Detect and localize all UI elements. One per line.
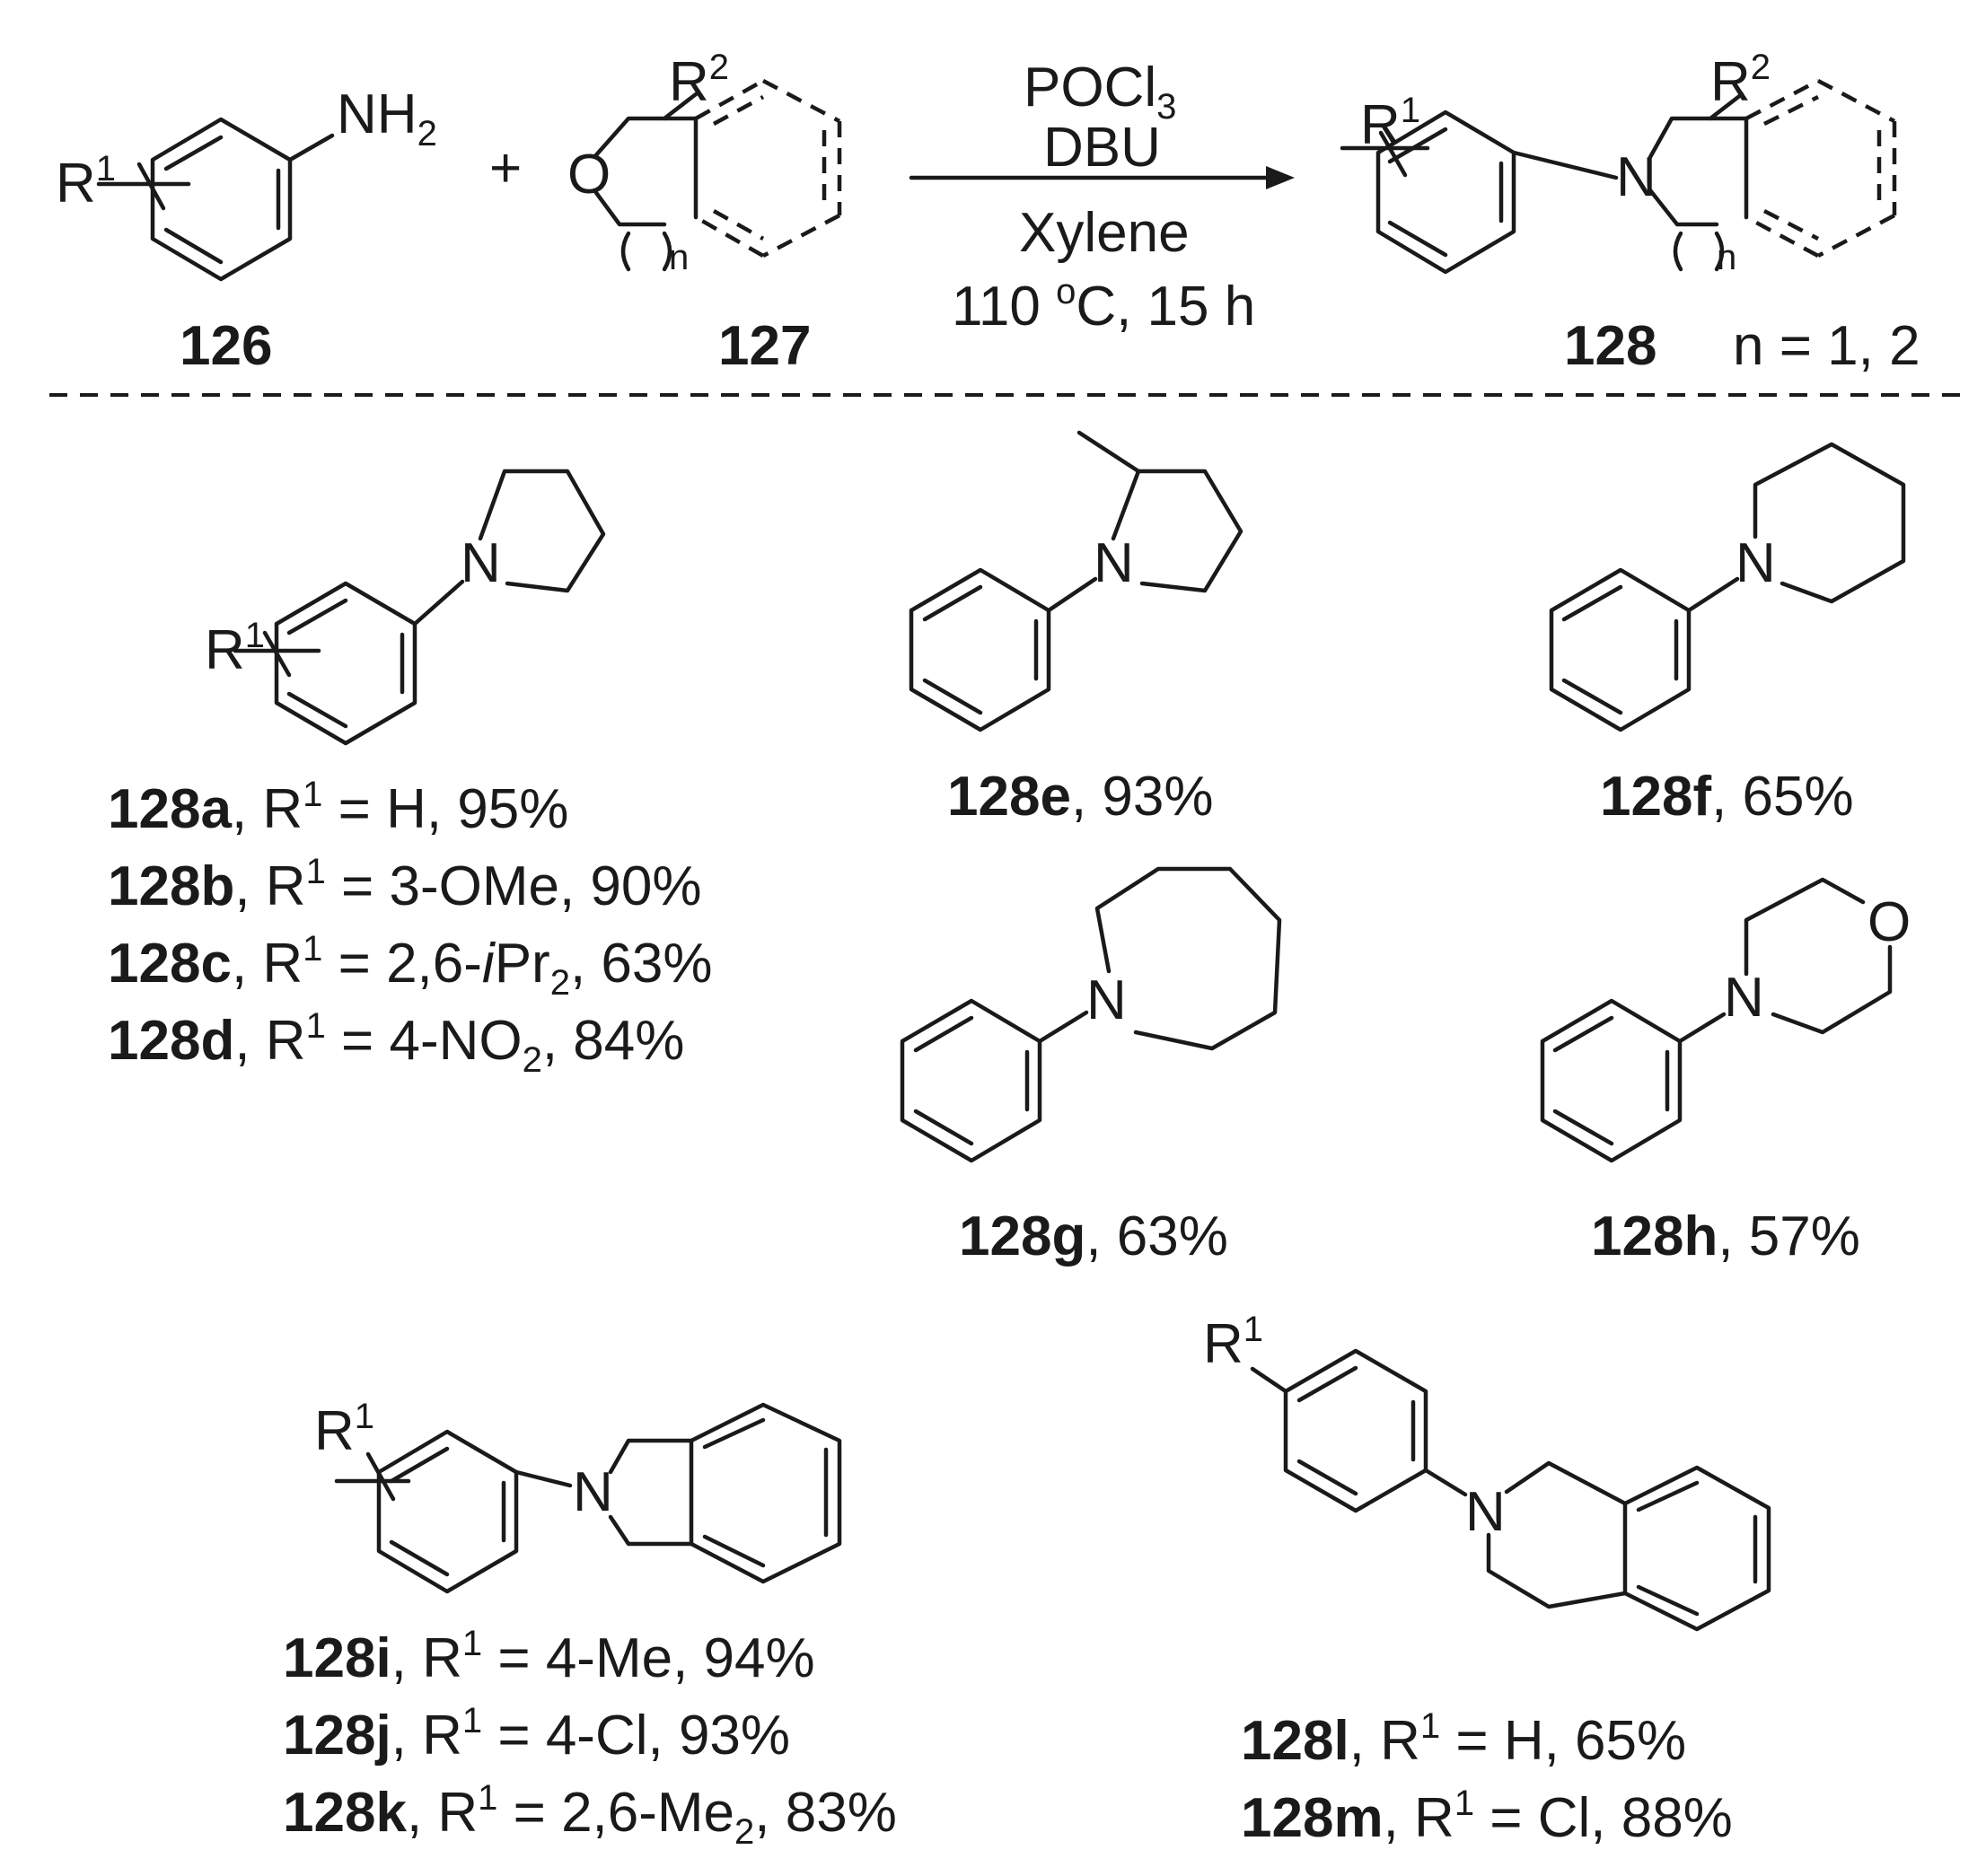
isoindoline-structure: N R1 (314, 1397, 842, 1594)
plus-sign: + (489, 137, 522, 199)
morpholine-nitrogen-label: N (1724, 967, 1764, 1029)
benzene-ring (376, 1429, 519, 1594)
piperidine-structure: N (1549, 442, 1906, 732)
tetrahydroisoquinoline-r1-label: R1 (1203, 1310, 1263, 1375)
entry-128c: 128c, R1 = 2,6-iPr2, 63% (108, 929, 713, 1003)
product-ring-size-n-label: n (1717, 238, 1736, 277)
n-values-label: n = 1, 2 (1733, 315, 1920, 377)
product-nitrogen-label: N (1616, 146, 1656, 208)
entry-128e: 128e, 93% (947, 766, 1213, 828)
reaction-arrow (909, 166, 1295, 189)
r2-label: R2 (669, 48, 729, 113)
benzene-ring (274, 581, 417, 746)
compound-128-number: 128 (1564, 315, 1656, 377)
solvent-label: Xylene (1019, 202, 1190, 264)
temperature-time-label: 110 oC, 15 h (952, 272, 1255, 338)
methylpyrrolidine-nitrogen-label: N (1094, 532, 1134, 594)
entry-128g: 128g, 63% (959, 1205, 1228, 1267)
compound-126-number: 126 (180, 315, 272, 377)
benzene-ring (1540, 998, 1683, 1163)
isoindoline-r1-label: R1 (314, 1397, 374, 1462)
ether-oxygen-label: O (567, 144, 611, 206)
benzene-ring (900, 998, 1042, 1163)
pyrrolidine-structure: N R1 (205, 469, 606, 746)
entry-128f: 128f, 65% (1600, 766, 1854, 828)
entry-128b: 128b, R1 = 3-OMe, 90% (108, 852, 702, 917)
reagent-pocl3: POCl3 (1024, 57, 1176, 127)
azepane-nitrogen-label: N (1086, 969, 1127, 1031)
amino-group-label: NH2 (337, 83, 437, 153)
compound-128-structure: N R1 R2 n (1340, 48, 1897, 277)
isoindoline-nitrogen-label: N (573, 1461, 613, 1523)
benzene-ring (150, 117, 293, 282)
tetrahydroisoquinoline-structure: N R1 (1203, 1310, 1771, 1632)
compound-127-structure: O R2 n (567, 48, 842, 277)
morpholine-oxygen-label: O (1867, 891, 1911, 953)
benzene-ring (1283, 1348, 1428, 1513)
ring-size-n-label: n (669, 238, 689, 277)
compound-127-number: 127 (718, 315, 811, 377)
morpholine-structure: N O (1540, 877, 1911, 1163)
tetrahydroisoquinoline-nitrogen-label: N (1465, 1481, 1506, 1543)
entry-128h: 128h, 57% (1591, 1205, 1860, 1267)
product-r1-label: R1 (1360, 91, 1420, 156)
benzene-ring (1622, 1465, 1771, 1632)
r1-label: R1 (56, 149, 116, 215)
compound-126-structure: NH2 R1 (56, 83, 437, 282)
benzene-ring (689, 1402, 842, 1584)
entry-128l: 128l, R1 = H, 65% (1241, 1706, 1686, 1772)
arrow-head-icon (1266, 166, 1295, 189)
entry-128j: 128j, R1 = 4-Cl, 93% (283, 1701, 790, 1766)
reagent-dbu: DBU (1043, 117, 1161, 179)
pyrrolidine-r1-label: R1 (205, 616, 265, 681)
entry-128d: 128d, R1 = 4-NO2, 84% (108, 1006, 684, 1080)
entry-128m: 128m, R1 = Cl, 88% (1241, 1784, 1733, 1849)
azepane-structure: N (900, 866, 1282, 1163)
entry-128i: 128i, R1 = 4-Me, 94% (283, 1624, 815, 1689)
benzene-ring (909, 567, 1051, 732)
methylpyrrolidine-structure: N (909, 430, 1243, 732)
piperidine-nitrogen-label: N (1736, 532, 1776, 594)
pyrrolidine-nitrogen-label: N (461, 532, 501, 594)
entry-128k: 128k, R1 = 2,6-Me2, 83% (283, 1778, 897, 1852)
entry-128a: 128a, R1 = H, 95% (108, 775, 568, 840)
benzene-ring (1549, 567, 1692, 732)
product-r2-label: R2 (1710, 48, 1771, 113)
